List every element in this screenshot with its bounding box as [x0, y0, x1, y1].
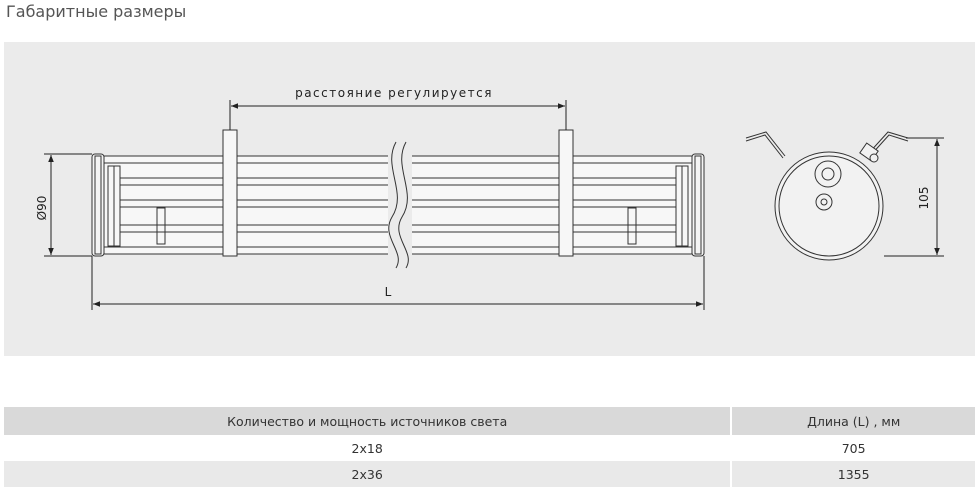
length-dimension [91, 256, 705, 310]
diameter-dimension [44, 153, 92, 257]
header-light-sources: Количество и мощность источников света [4, 407, 733, 435]
cell-length: 1355 [731, 461, 975, 487]
length-label: L [385, 285, 392, 299]
table-header-row: Количество и мощность источников света Д… [4, 407, 975, 435]
dimension-drawing: расстояние регулируется Ø90 L [4, 42, 975, 356]
table-row: 2x36 1355 [4, 461, 975, 487]
height-label: 105 [917, 187, 931, 210]
cell-light-sources: 2x18 [4, 435, 733, 461]
adjustable-label: расстояние регулируется [295, 86, 493, 100]
dimensions-table: Количество и мощность источников света Д… [4, 407, 975, 487]
adjustable-dimension [229, 100, 567, 130]
cell-length: 705 [841, 440, 866, 456]
height-dimension [884, 137, 944, 257]
break-mark [388, 141, 412, 269]
luminaire-end-view [745, 131, 909, 261]
page-title: Габаритные размеры [6, 2, 187, 21]
table-row: 2x18 705 [4, 435, 975, 461]
header-length: Длина (L) , мм [731, 407, 975, 435]
cell-light-sources: 2x36 [4, 461, 733, 487]
diameter-label: Ø90 [35, 196, 49, 221]
drawing-svg: расстояние регулируется Ø90 L [35, 86, 944, 310]
